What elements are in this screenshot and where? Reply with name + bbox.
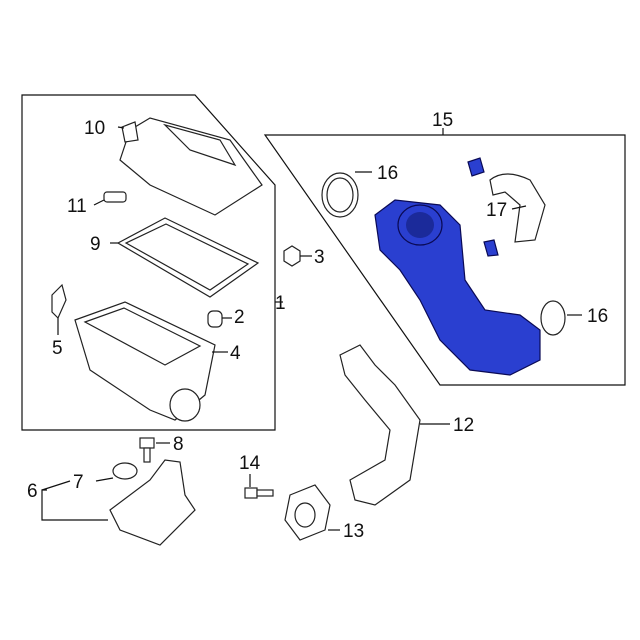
- part-sensor[interactable]: [93, 191, 127, 206]
- callout-6[interactable]: 6: [27, 481, 38, 502]
- callout-15[interactable]: 15: [432, 110, 453, 131]
- callout-9[interactable]: 9: [90, 234, 101, 255]
- callout-16-left[interactable]: 16: [377, 163, 398, 184]
- callout-3[interactable]: 3: [314, 247, 325, 268]
- callout-16-right[interactable]: 16: [587, 306, 608, 327]
- part-grommet-7[interactable]: [95, 462, 138, 482]
- callout-8[interactable]: 8: [173, 434, 184, 455]
- part-bolt-8[interactable]: [139, 437, 170, 463]
- part-resonator-highlighted[interactable]: [374, 199, 541, 376]
- intake-duct-group-box: [263, 134, 626, 386]
- part-air-cleaner-cover[interactable]: [117, 117, 263, 216]
- callout-4[interactable]: 4: [230, 343, 241, 364]
- air-cleaner-group-box: [21, 94, 276, 431]
- part-duct-mount[interactable]: [284, 484, 340, 541]
- part-lower-housing[interactable]: [74, 301, 228, 422]
- callout-10[interactable]: 10: [84, 118, 105, 139]
- part-grommet[interactable]: [207, 310, 232, 328]
- part-clip[interactable]: [51, 283, 67, 335]
- part-hose[interactable]: [489, 173, 546, 243]
- callout-5[interactable]: 5: [52, 338, 63, 359]
- callout-14[interactable]: 14: [239, 453, 261, 474]
- callout-12[interactable]: 12: [453, 415, 474, 436]
- part-clamp-16b[interactable]: [540, 300, 582, 336]
- callout-13[interactable]: 13: [343, 521, 364, 542]
- callout-11[interactable]: 11: [67, 196, 87, 217]
- callout-2[interactable]: 2: [234, 307, 245, 328]
- part-air-filter[interactable]: [110, 217, 260, 298]
- callout-7[interactable]: 7: [73, 472, 84, 493]
- part-bracket[interactable]: [41, 459, 196, 546]
- callout-1[interactable]: 1: [275, 293, 286, 314]
- part-nut[interactable]: [283, 245, 312, 267]
- part-air-duct[interactable]: [339, 344, 450, 506]
- part-clips[interactable]: [467, 157, 499, 257]
- part-clamp-16a[interactable]: [321, 171, 372, 218]
- callout-17[interactable]: 17: [486, 200, 507, 221]
- part-bolt-14[interactable]: [244, 474, 274, 499]
